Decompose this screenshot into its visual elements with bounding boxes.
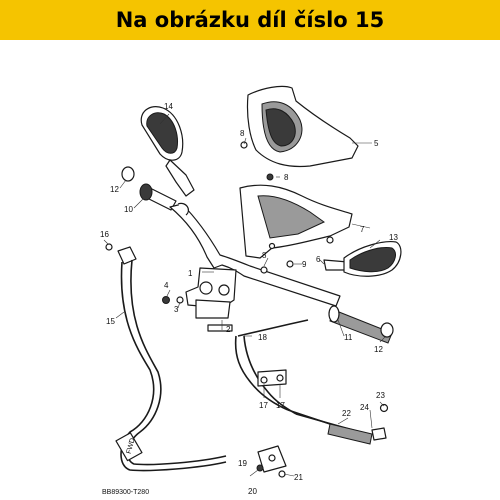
callout-14: 14 [164,102,173,111]
callout-9: 9 [302,260,307,269]
callout-8a: 8 [240,129,245,138]
upper-cover [240,85,359,168]
callout-17a: 17 [259,401,268,410]
callout-21: 21 [294,473,303,482]
cable-18 [234,319,309,415]
callout-10: 10 [124,205,133,214]
callout-23: 23 [376,391,385,400]
callout-12a: 12 [110,185,119,194]
drawing-code: BB89300-T280 [102,489,149,496]
cable-adjuster [287,403,389,445]
callout-22: 22 [342,409,351,418]
leader-lines [103,113,387,477]
handlebar [169,202,341,307]
callout-24: 24 [360,403,369,412]
callout-6: 6 [316,255,321,264]
callout-7: 7 [360,225,365,234]
left-mirror [140,106,195,197]
callout-16: 16 [100,230,109,239]
callout-19: 19 [238,459,247,468]
callout-11: 11 [344,333,353,342]
handlebar-holder [162,267,237,332]
callout-8c: 8 [262,251,267,260]
callout-4: 4 [164,281,169,290]
right-mirror [323,241,402,277]
title-banner: Na obrázku díl číslo 15 [0,0,500,40]
callout-15: 15 [106,317,115,326]
fwd-label: FWD [126,437,137,454]
callout-17b: 17 [276,401,285,410]
callout-12b: 12 [374,345,383,354]
banner-text: Na obrázku díl číslo 15 [115,8,385,32]
callout-5: 5 [374,139,379,148]
callout-20: 20 [248,487,257,496]
callout-8b: 8 [284,173,289,182]
callout-2: 2 [226,325,231,334]
parts-diagram: FWD 1 2 3 4 5 6 7 [100,85,402,496]
fwd-arrow: FWD [115,432,143,462]
throttle-cable [105,243,227,472]
bottom-bracket [256,445,287,478]
callout-13: 13 [389,233,398,242]
cable-joint [257,369,287,387]
left-grip [121,166,177,211]
lower-cover [239,173,353,274]
right-grip [328,305,394,344]
callout-3: 3 [174,305,179,314]
callout-18: 18 [258,333,267,342]
callout-1: 1 [188,269,193,278]
callout-numbers: 1 2 3 4 5 6 7 8 8 8 9 10 11 12 12 13 14 … [100,102,398,496]
